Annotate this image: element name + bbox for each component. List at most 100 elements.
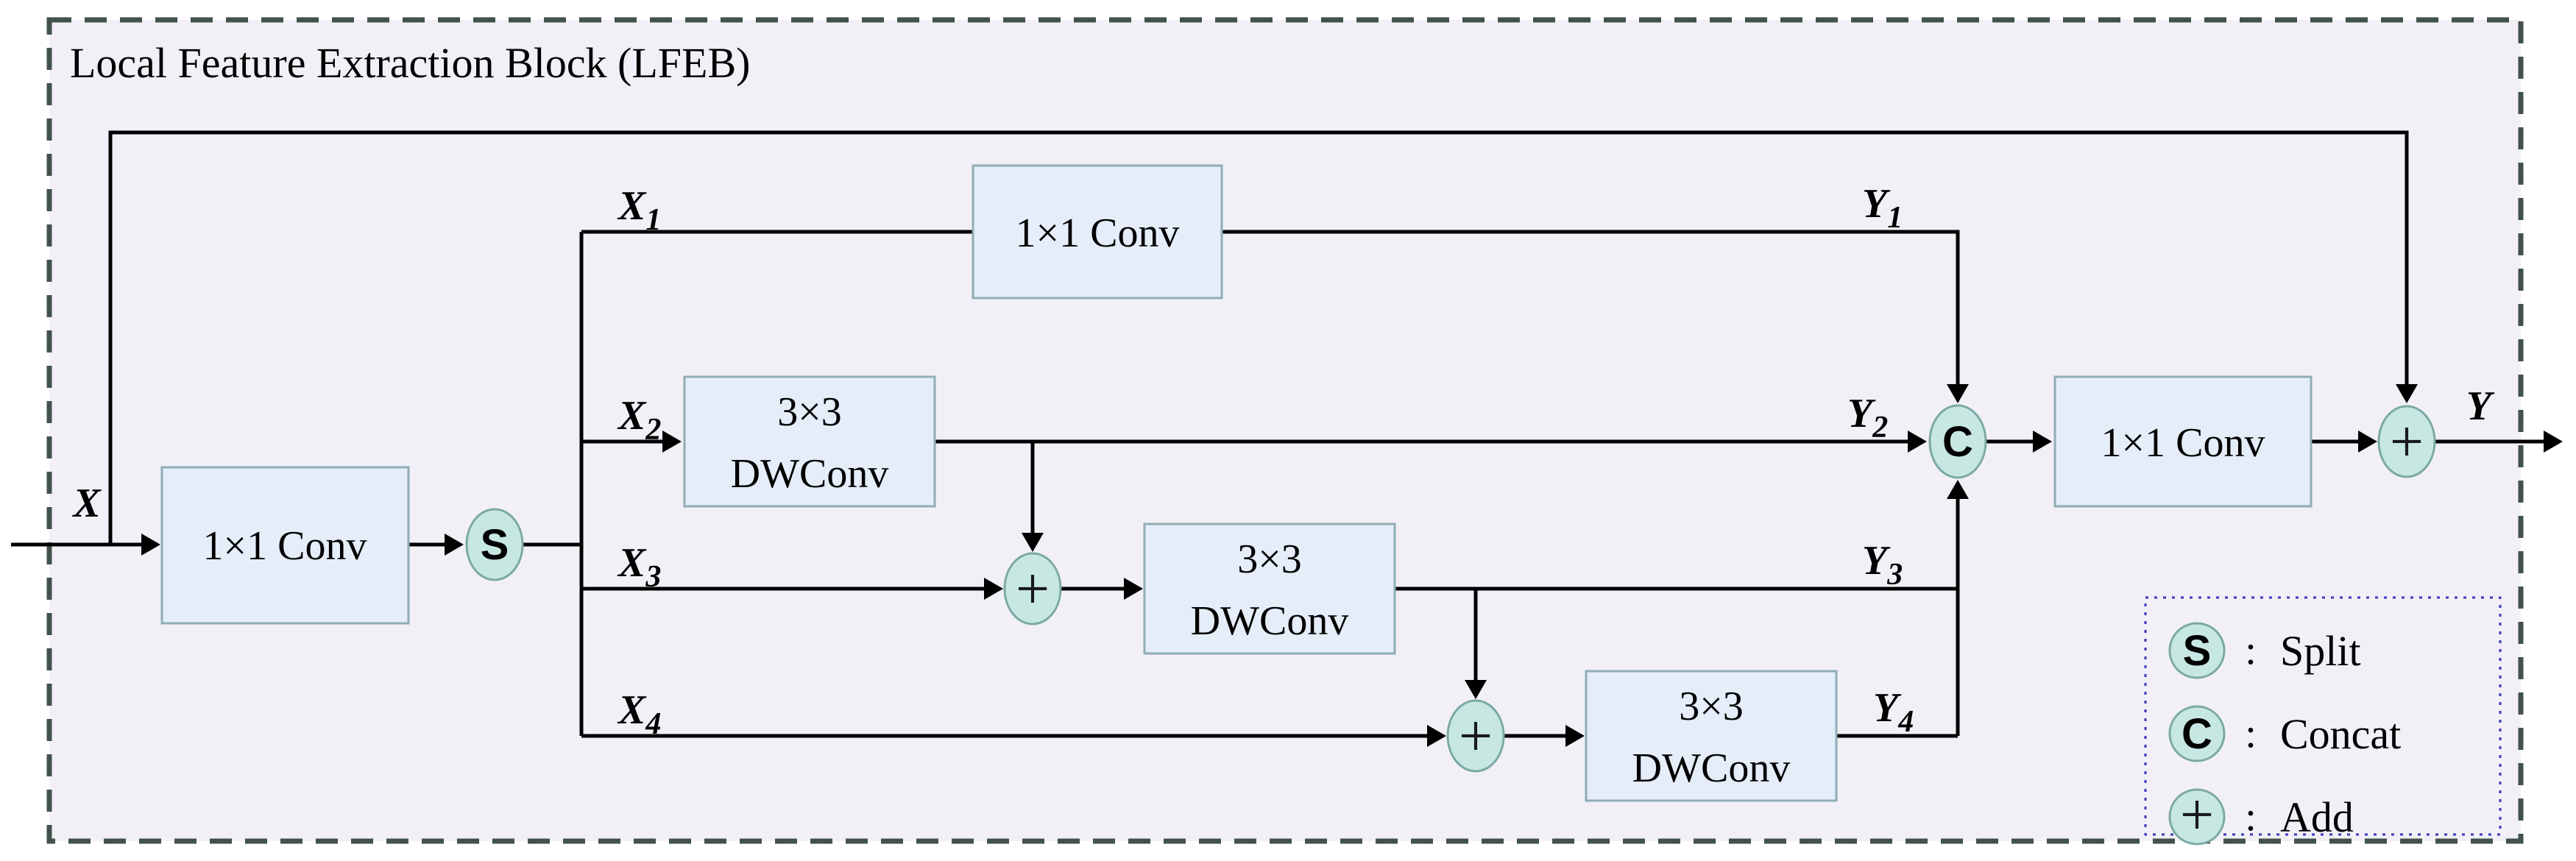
connector-y1: [1222, 230, 1960, 390]
label-x3: X3: [617, 540, 661, 594]
conv-in-rect: [160, 466, 410, 625]
legend-split-meaning: Split: [2280, 627, 2361, 675]
connector-skip: [108, 130, 2409, 545]
arrowhead: [984, 578, 1003, 600]
add-node-2-label: +: [1459, 702, 1493, 769]
label-y2-sub: 2: [1872, 411, 1888, 444]
add-node-2: +: [1446, 699, 1505, 773]
label-x4-sub: 4: [645, 707, 661, 741]
legend-add-symbol-shape: [2168, 788, 2226, 846]
arrowhead: [141, 534, 160, 556]
label-x3-sub: 3: [645, 560, 661, 594]
conv-out-rect: [2053, 375, 2313, 508]
label-y3-base: Y: [1862, 538, 1891, 584]
label-y1-sub: 1: [1887, 201, 1903, 235]
label-x2: X2: [617, 393, 661, 447]
label-x4-base: X: [617, 687, 647, 733]
legend-item-split: S : Split: [2168, 622, 2361, 679]
arrowhead: [445, 534, 464, 556]
arrowhead: [1947, 480, 1969, 499]
add-node-1: +: [1003, 552, 1062, 626]
label-x2-sub: 2: [645, 413, 661, 447]
legend-add-meaning: Add: [2280, 793, 2354, 841]
add-node-out-shape: [2377, 405, 2436, 478]
arrowhead: [1465, 680, 1487, 699]
label-x2-base: X: [617, 393, 647, 439]
arrowhead: [2396, 384, 2418, 403]
dwconv-branch4-label-line1: 3×3: [1679, 684, 1744, 729]
legend: S : Split C : Concat + : Add: [2144, 596, 2502, 848]
legend-concat-symbol: C: [2182, 710, 2212, 758]
legend-split-symbol-shape: [2168, 622, 2226, 679]
concat-node-shape: [1928, 404, 1987, 479]
label-y4-base: Y: [1873, 685, 1902, 731]
label-y1-base: Y: [1862, 181, 1891, 227]
arrowhead: [1124, 578, 1143, 600]
dwconv-branch4-label-line2: DWConv: [1632, 745, 1791, 791]
arrowhead: [1565, 725, 1585, 747]
legend-add-symbol: +: [2180, 781, 2214, 848]
conv-in-box: 1×1 Conv: [160, 466, 410, 625]
label-x1-base: X: [617, 183, 647, 229]
label-y-base: Y: [2466, 383, 2495, 429]
concat-node: C: [1928, 404, 1987, 479]
legend-concat-meaning: Concat: [2280, 710, 2401, 758]
arrowhead: [1947, 384, 1969, 403]
label-x1: X1: [617, 183, 661, 237]
conv-out-box: 1×1 Conv: [2053, 375, 2313, 508]
dwconv-branch2-label-line2: DWConv: [731, 451, 889, 497]
diagram-title: Local Feature Extraction Block (LFEB): [70, 39, 751, 87]
legend-add-colon: :: [2245, 794, 2257, 840]
arrowhead: [2033, 431, 2052, 453]
label-x4: X4: [617, 687, 661, 741]
arrowhead: [2358, 431, 2377, 453]
legend-item-concat: C : Concat: [2168, 705, 2401, 762]
label-y2-base: Y: [1847, 391, 1876, 436]
dwconv-branch3-label-line1: 3×3: [1237, 536, 1302, 582]
add-node-1-shape: [1003, 552, 1062, 626]
dwconv-branch3-rect: [1143, 522, 1396, 655]
arrowhead: [1908, 431, 1927, 453]
conv-branch1-rect: [972, 164, 1223, 300]
label-y: Y: [2466, 383, 2495, 429]
label-y2: Y2: [1847, 391, 1888, 444]
add-node-2-shape: [1446, 699, 1505, 773]
add-node-out-label: +: [2390, 408, 2424, 475]
dwconv-branch4-box: 3×3 DWConv: [1585, 670, 1838, 802]
legend-split-colon: :: [2245, 628, 2257, 673]
legend-concat-symbol-shape: [2168, 705, 2226, 762]
legend-concat-colon: :: [2245, 711, 2257, 757]
label-x-base: X: [71, 481, 102, 526]
dwconv-branch4-rect: [1585, 670, 1838, 802]
lfeb-outer-border: [46, 17, 2524, 844]
arrowhead: [1427, 725, 1446, 747]
arrowhead: [1022, 533, 1044, 552]
label-x: X: [71, 481, 102, 526]
legend-item-add: + : Add: [2168, 781, 2354, 848]
label-x3-base: X: [617, 540, 647, 586]
conv-out-label: 1×1 Conv: [2101, 420, 2265, 466]
split-node-label: S: [481, 521, 509, 569]
legend-border: [2144, 596, 2502, 836]
dwconv-branch3-label-line2: DWConv: [1191, 598, 1349, 644]
label-y4-sub: 4: [1897, 705, 1914, 739]
add-node-out: +: [2377, 405, 2436, 478]
dwconv-branch2-box: 3×3 DWConv: [683, 375, 936, 508]
legend-split-symbol: S: [2183, 627, 2212, 675]
split-node: S: [465, 508, 524, 581]
arrowhead: [2544, 431, 2563, 453]
add-node-1-label: +: [1016, 555, 1050, 622]
label-y3: Y3: [1862, 538, 1903, 592]
dwconv-branch3-box: 3×3 DWConv: [1143, 522, 1396, 655]
label-x1-sub: 1: [645, 203, 661, 237]
dwconv-branch2-rect: [683, 375, 936, 508]
label-y1: Y1: [1862, 181, 1903, 235]
conv-branch1-box: 1×1 Conv: [972, 164, 1223, 300]
concat-node-label: C: [1942, 418, 1973, 466]
split-node-shape: [465, 508, 524, 581]
conv-in-label: 1×1 Conv: [203, 523, 367, 569]
label-y4: Y4: [1873, 685, 1914, 739]
dwconv-branch2-label-line1: 3×3: [777, 389, 842, 435]
